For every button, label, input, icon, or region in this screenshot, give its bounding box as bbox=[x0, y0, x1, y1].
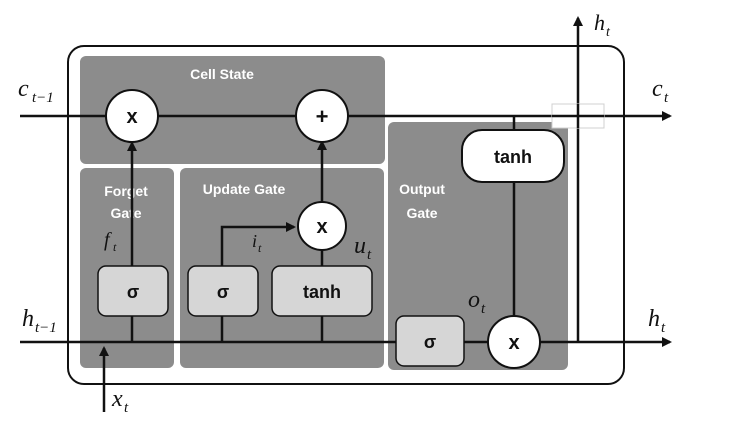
forget-sigma-box: σ bbox=[97, 265, 169, 317]
svg-text:t: t bbox=[606, 25, 611, 40]
forget-gate-label-1: Forget bbox=[104, 183, 148, 199]
input-sigma-box: σ bbox=[187, 265, 259, 317]
svg-text:t−1: t−1 bbox=[35, 320, 57, 336]
update-multiply-node: x bbox=[297, 201, 347, 251]
update-gate-label: Update Gate bbox=[203, 181, 286, 197]
h-t-top-label: h t bbox=[594, 10, 611, 40]
c-t-label: c t bbox=[652, 76, 669, 106]
candidate-tanh-label: tanh bbox=[303, 282, 341, 302]
output-multiply-node: x bbox=[487, 315, 541, 369]
svg-text:t: t bbox=[258, 241, 262, 255]
output-sigma-box: σ bbox=[395, 315, 465, 367]
output-gate-label-2: Gate bbox=[406, 205, 437, 221]
output-gate-region bbox=[388, 122, 568, 370]
svg-text:x: x bbox=[111, 386, 123, 412]
svg-text:u: u bbox=[354, 233, 366, 259]
svg-text:f: f bbox=[104, 229, 112, 251]
c-prev-label: c t−1 bbox=[18, 76, 54, 106]
candidate-tanh-box: tanh bbox=[271, 265, 373, 317]
svg-text:h: h bbox=[594, 10, 605, 35]
svg-text:t−1: t−1 bbox=[32, 90, 54, 106]
update-multiply-symbol: x bbox=[316, 216, 327, 238]
output-sigma-label: σ bbox=[424, 332, 436, 352]
o-t-label: o t bbox=[468, 287, 486, 317]
forget-multiply-symbol: x bbox=[126, 106, 137, 128]
add-node: + bbox=[295, 89, 349, 143]
h-prev-label: h t−1 bbox=[22, 306, 57, 336]
svg-text:t: t bbox=[367, 247, 372, 263]
output-tanh-box: tanh bbox=[461, 129, 565, 183]
forget-sigma-label: σ bbox=[127, 282, 139, 302]
x-t-label: x t bbox=[111, 386, 129, 416]
forget-gate-label-2: Gate bbox=[110, 205, 141, 221]
u-t-label: u t bbox=[354, 233, 372, 263]
svg-text:i: i bbox=[252, 231, 257, 251]
output-gate-label-1: Output bbox=[399, 181, 445, 197]
i-t-label: i t bbox=[252, 231, 262, 255]
svg-text:h: h bbox=[648, 306, 660, 332]
input-gate-arrow bbox=[220, 222, 296, 268]
cell-state-label: Cell State bbox=[190, 66, 254, 82]
svg-text:h: h bbox=[22, 306, 34, 332]
svg-text:t: t bbox=[664, 90, 669, 106]
svg-text:c: c bbox=[18, 76, 29, 102]
h-t-right-label: h t bbox=[648, 306, 666, 336]
output-tanh-label: tanh bbox=[494, 147, 532, 167]
f-t-label: f t bbox=[104, 229, 117, 254]
svg-text:t: t bbox=[113, 240, 117, 254]
input-sigma-label: σ bbox=[217, 282, 229, 302]
forget-multiply-node: x bbox=[105, 89, 159, 143]
add-symbol: + bbox=[316, 104, 329, 129]
svg-text:o: o bbox=[468, 287, 480, 313]
output-multiply-symbol: x bbox=[508, 332, 519, 354]
svg-text:t: t bbox=[481, 301, 486, 317]
svg-text:t: t bbox=[661, 320, 666, 336]
svg-text:t: t bbox=[124, 400, 129, 416]
svg-text:c: c bbox=[652, 76, 663, 102]
